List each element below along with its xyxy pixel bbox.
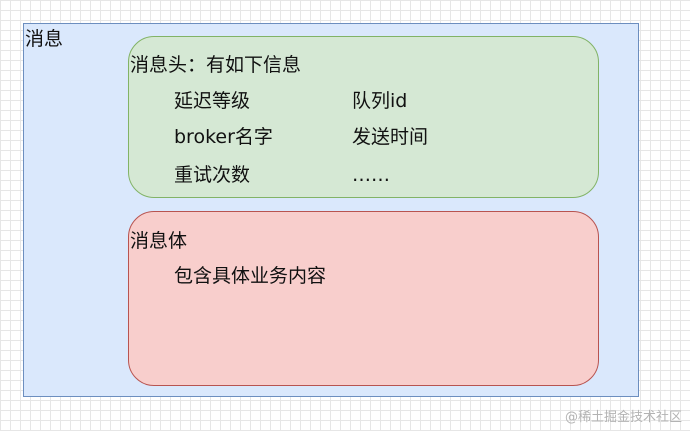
header-item-queue-id: 队列id	[352, 90, 408, 112]
body-title: 消息体	[130, 230, 188, 252]
watermark: @稀土掘金技术社区	[564, 410, 682, 425]
header-item-retry-count: 重试次数	[174, 164, 251, 186]
header-item-delay-level: 延迟等级	[174, 90, 251, 112]
header-item-ellipsis: ……	[352, 164, 390, 186]
header-item-broker-name: broker名字	[174, 126, 273, 148]
header-item-send-time: 发送时间	[352, 126, 429, 148]
message-body-box	[128, 211, 599, 386]
header-title: 消息头：有如下信息	[130, 54, 302, 76]
body-content: 包含具体业务内容	[174, 265, 327, 287]
message-header-box	[128, 36, 599, 198]
message-title: 消息	[25, 28, 64, 50]
